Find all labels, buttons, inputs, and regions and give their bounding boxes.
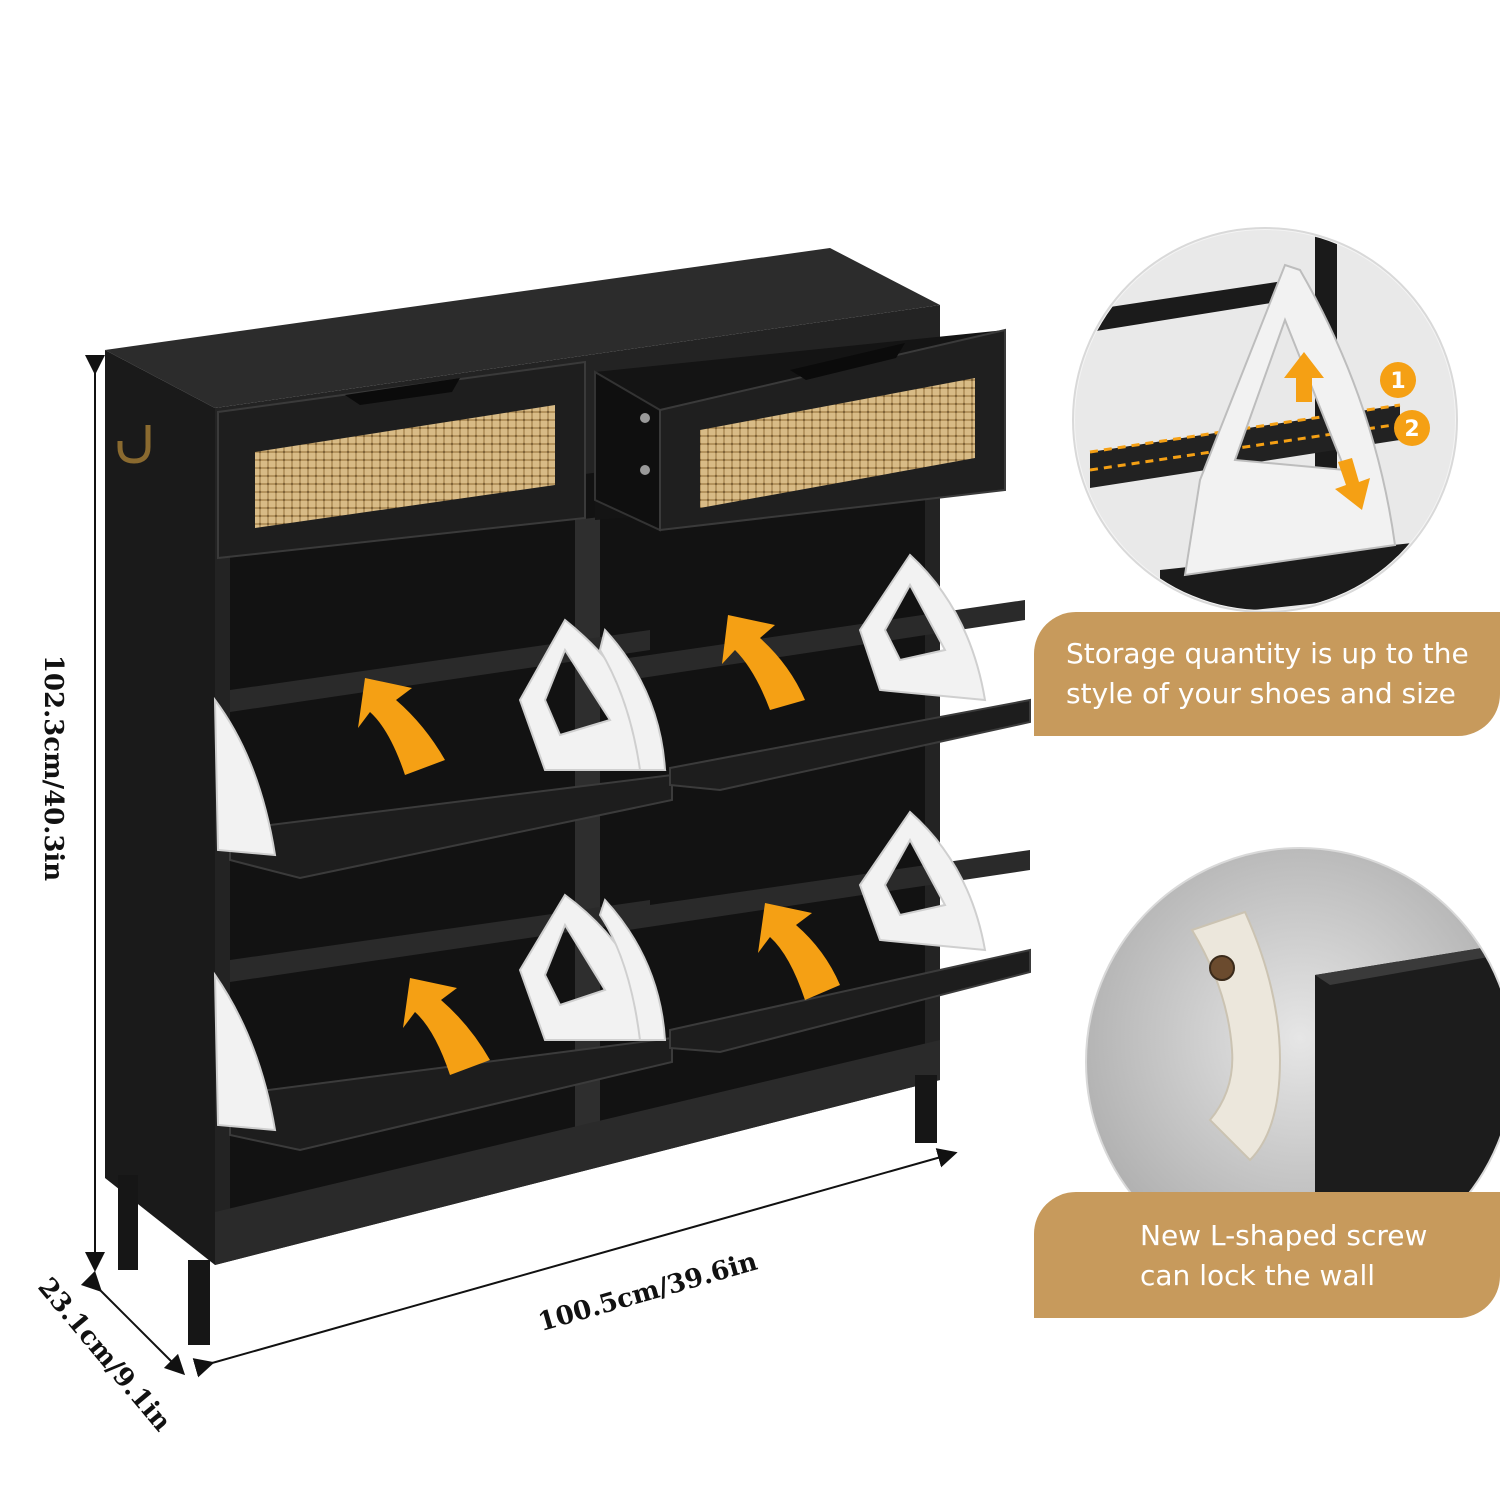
- storage-caption-line-2: style of your shoes and size: [1066, 677, 1456, 710]
- storage-caption-line-1: Storage quantity is up to the: [1066, 637, 1469, 670]
- cabinet-leg: [188, 1260, 210, 1345]
- bracket-icon: [598, 898, 667, 1041]
- depth-dimension-line: [80, 1270, 186, 1376]
- cabinet-top: [105, 248, 940, 408]
- bracket-icon: [598, 627, 667, 771]
- drawer-handle-cutout: [345, 378, 460, 405]
- screw-caption-line-2: can lock the wall: [1140, 1259, 1376, 1292]
- drawer-handle-cutout: [790, 343, 905, 380]
- cabinet-leg: [915, 1075, 937, 1143]
- step-1-label: 1: [1390, 369, 1405, 394]
- arrow-down-icon: [1335, 458, 1370, 510]
- wall-strap: [1190, 910, 1282, 1162]
- drawer-left: [217, 360, 586, 560]
- cabinet-leg: [118, 1175, 138, 1270]
- bracket-icon: [213, 971, 277, 1132]
- step-2-label: 2: [1404, 417, 1419, 442]
- arrow-up-icon: [1284, 352, 1324, 402]
- hook-icon: [117, 425, 151, 464]
- curved-up-arrow-icon: [403, 978, 490, 1075]
- numbered-circle-icon: 1: [1380, 362, 1416, 398]
- width-dimension-line: [192, 1148, 958, 1378]
- screw-caption-line-1: New L-shaped screw: [1140, 1219, 1428, 1252]
- screw-caption: New L-shaped screw can lock the wall: [1034, 1192, 1500, 1318]
- depth-label: 23.1cm/9.1in: [32, 1272, 177, 1437]
- numbered-circle-icon: 2: [1394, 410, 1430, 446]
- cabinet-side-panel: [105, 350, 215, 1265]
- curved-up-arrow-icon: [722, 615, 805, 710]
- detail-bracket-adjust: 1 2: [1072, 227, 1458, 613]
- curved-up-arrow-icon: [358, 678, 445, 775]
- bracket-icon: [1183, 263, 1397, 577]
- bracket-icon: [213, 696, 277, 857]
- storage-caption: Storage quantity is up to the style of y…: [1034, 612, 1500, 736]
- height-label: 102.3cm/40.3in: [38, 655, 68, 881]
- curved-up-arrow-icon: [758, 903, 840, 1000]
- flip-shelf-top-left: [213, 618, 673, 880]
- screw-icon: [1209, 955, 1235, 981]
- flip-shelf-bottom-right: [598, 810, 1031, 1054]
- width-label: 100.5cm/39.6in: [535, 1247, 761, 1338]
- rattan-panel: [700, 378, 975, 508]
- bracket-icon: [858, 810, 987, 952]
- bracket-icon: [858, 553, 987, 702]
- drawer-right: [594, 328, 1006, 532]
- flip-shelf-bottom-left: [213, 893, 673, 1152]
- rattan-panel: [255, 405, 555, 528]
- shoe-cabinet: [105, 248, 1031, 1345]
- flip-shelf-top-right: [598, 553, 1031, 792]
